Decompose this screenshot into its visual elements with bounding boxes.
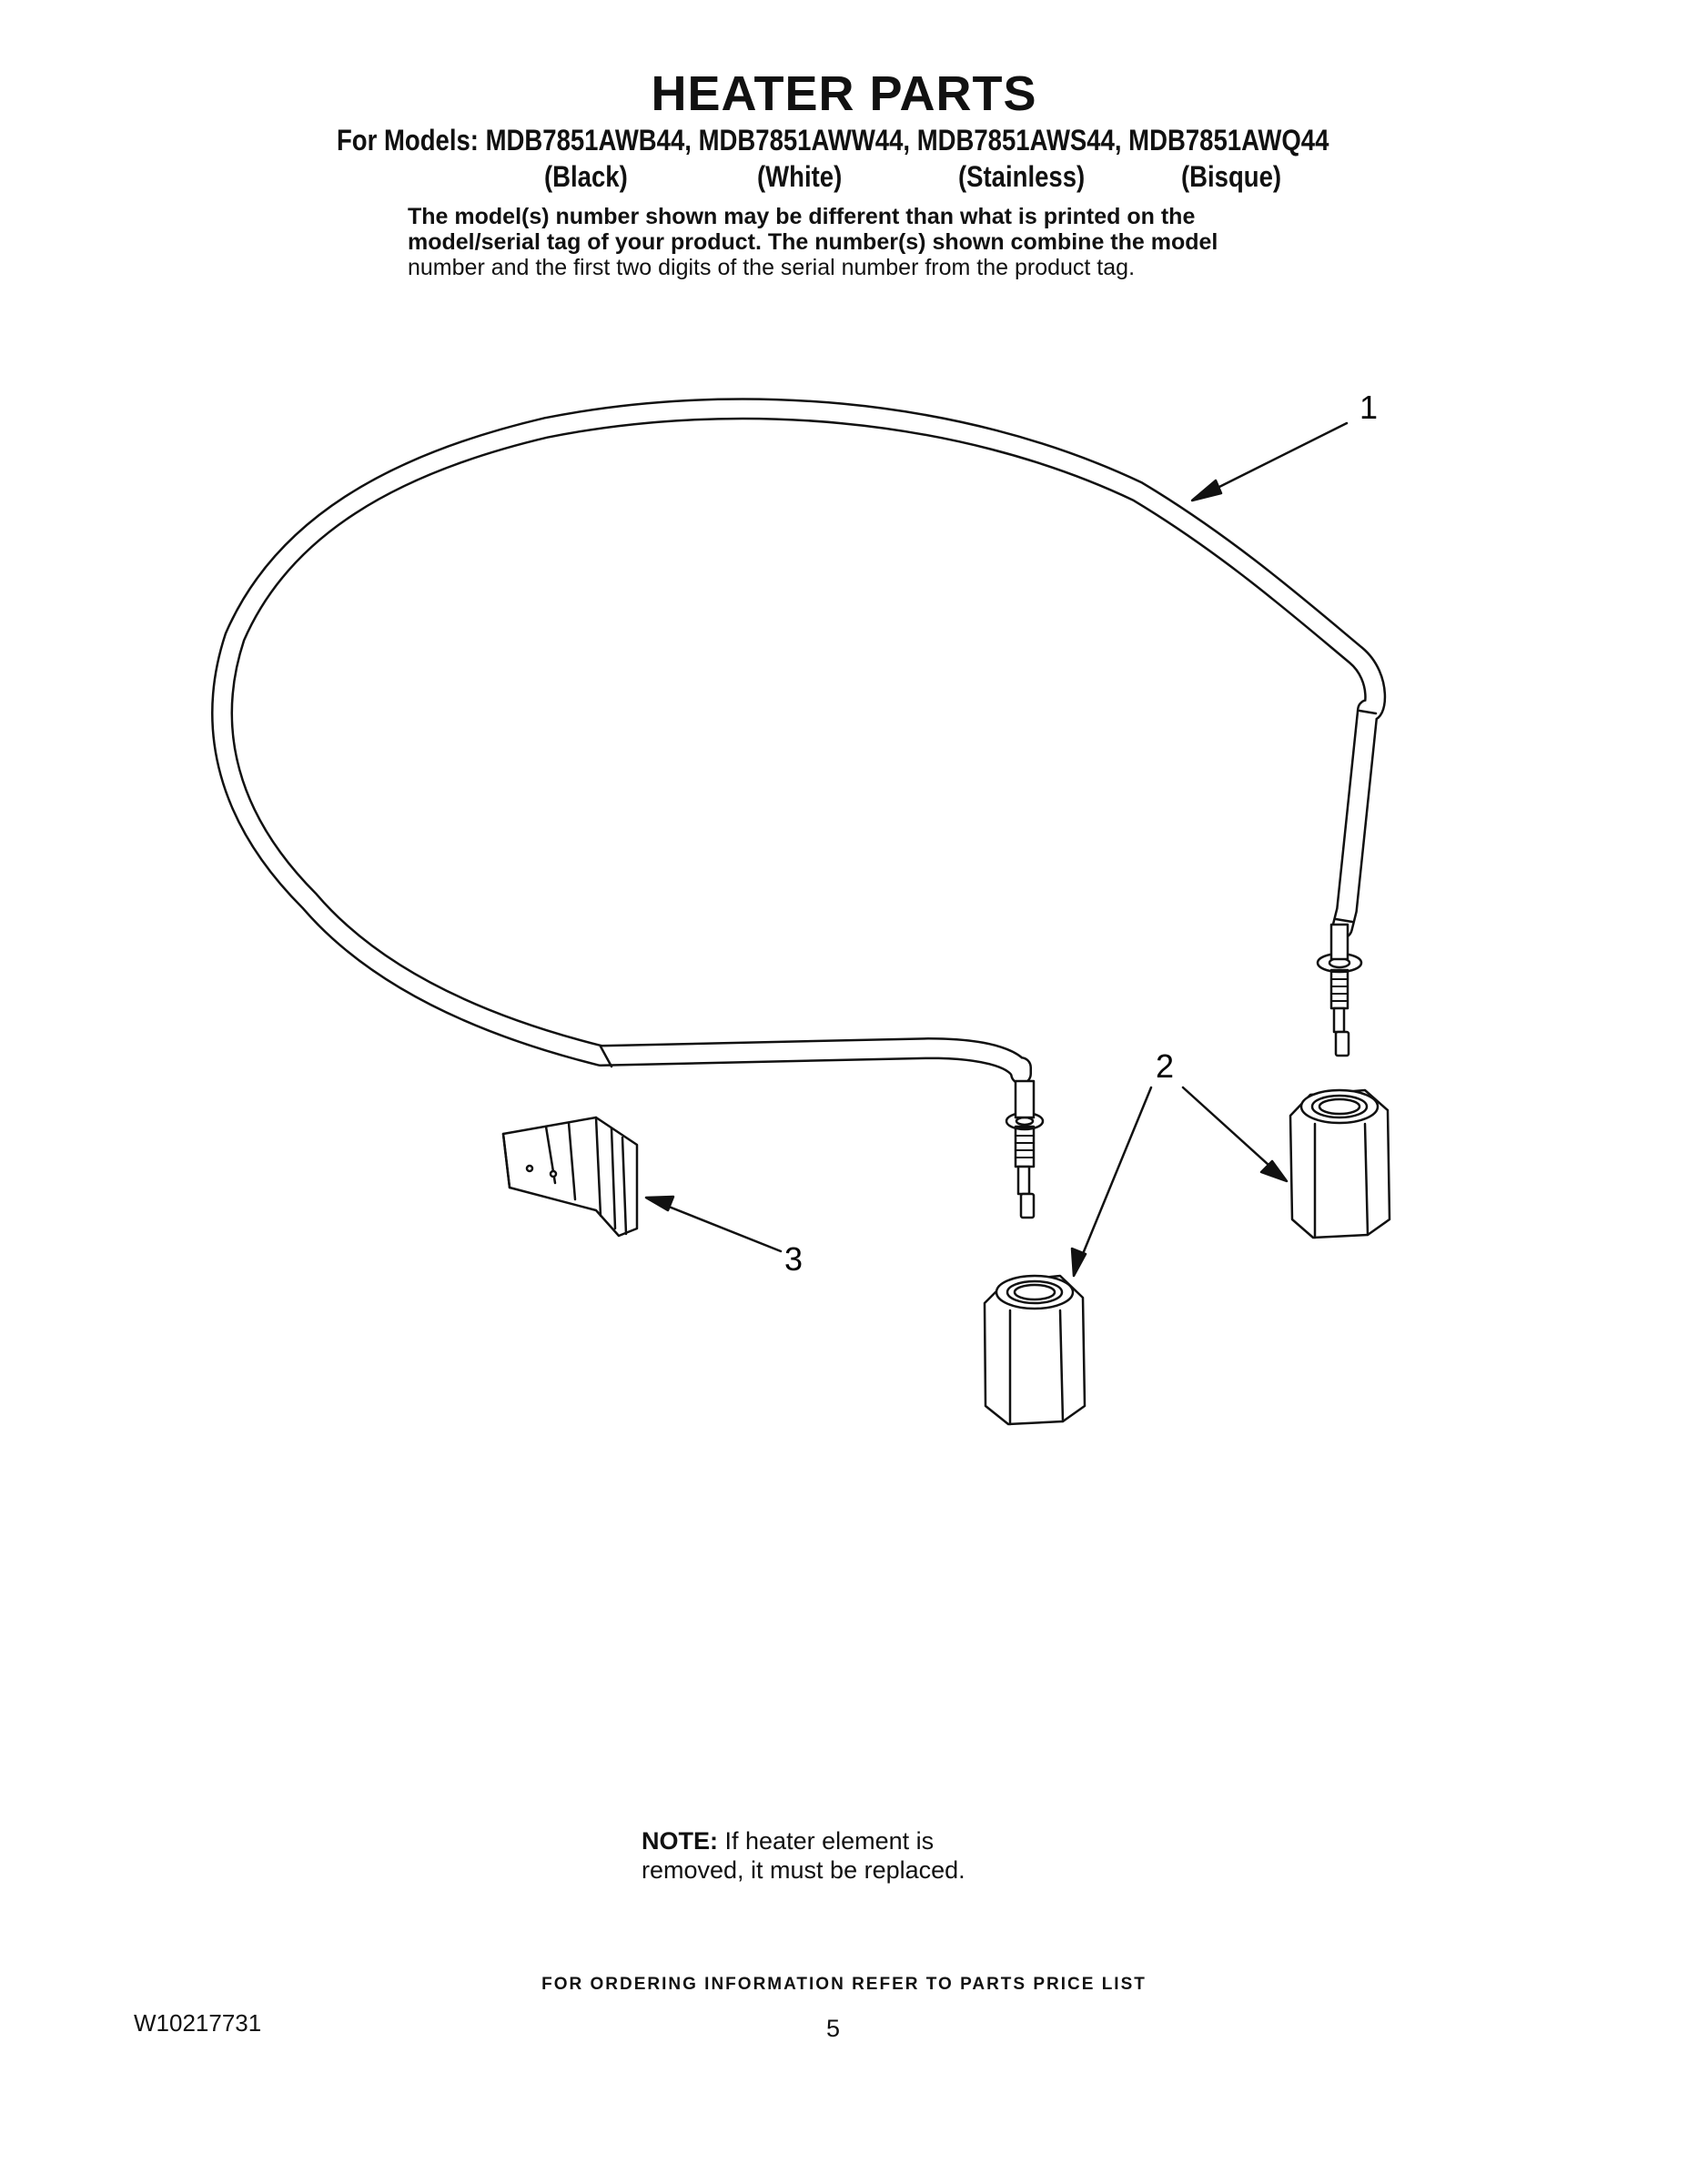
hex-nut-lower	[983, 1274, 1087, 1426]
models-line: For Models: MDB7851AWB44, MDB7851AWW44, …	[337, 124, 1329, 157]
page-title: HEATER PARTS	[651, 66, 1037, 121]
document-number: W10217731	[134, 2009, 262, 2037]
callout-3: 3	[784, 1240, 803, 1278]
note-line-1: If heater element is	[724, 1827, 935, 1855]
disclaimer-line-3: number and the first two digits of the s…	[408, 255, 1136, 280]
color-black: (Black)	[544, 160, 628, 193]
callout-2: 2	[1156, 1047, 1174, 1085]
disclaimer-line-1: The model(s) number shown may be differe…	[408, 204, 1196, 229]
bracket-clip	[501, 1116, 639, 1238]
ordering-info: FOR ORDERING INFORMATION REFER TO PARTS …	[541, 1975, 1147, 1994]
note-label: NOTE:	[642, 1827, 718, 1855]
left-terminal	[1005, 1079, 1045, 1219]
color-white: (White)	[757, 160, 843, 193]
color-stainless: (Stainless)	[958, 160, 1086, 193]
model-disclaimer: The model(s) number shown may be differe…	[408, 204, 1409, 280]
heater-note: NOTE: If heater element is removed, it m…	[642, 1826, 965, 1885]
heater-element	[211, 398, 1387, 1085]
callout-1: 1	[1359, 389, 1378, 426]
note-line-2: removed, it must be replaced.	[642, 1856, 965, 1884]
right-terminal	[1316, 923, 1363, 1057]
color-bisque: (Bisque)	[1181, 160, 1282, 193]
page-number: 5	[826, 2015, 841, 2042]
hex-nut-upper	[1289, 1088, 1391, 1239]
disclaimer-line-2: model/serial tag of your product. The nu…	[408, 229, 1218, 255]
callout-leaders	[644, 421, 1349, 1278]
